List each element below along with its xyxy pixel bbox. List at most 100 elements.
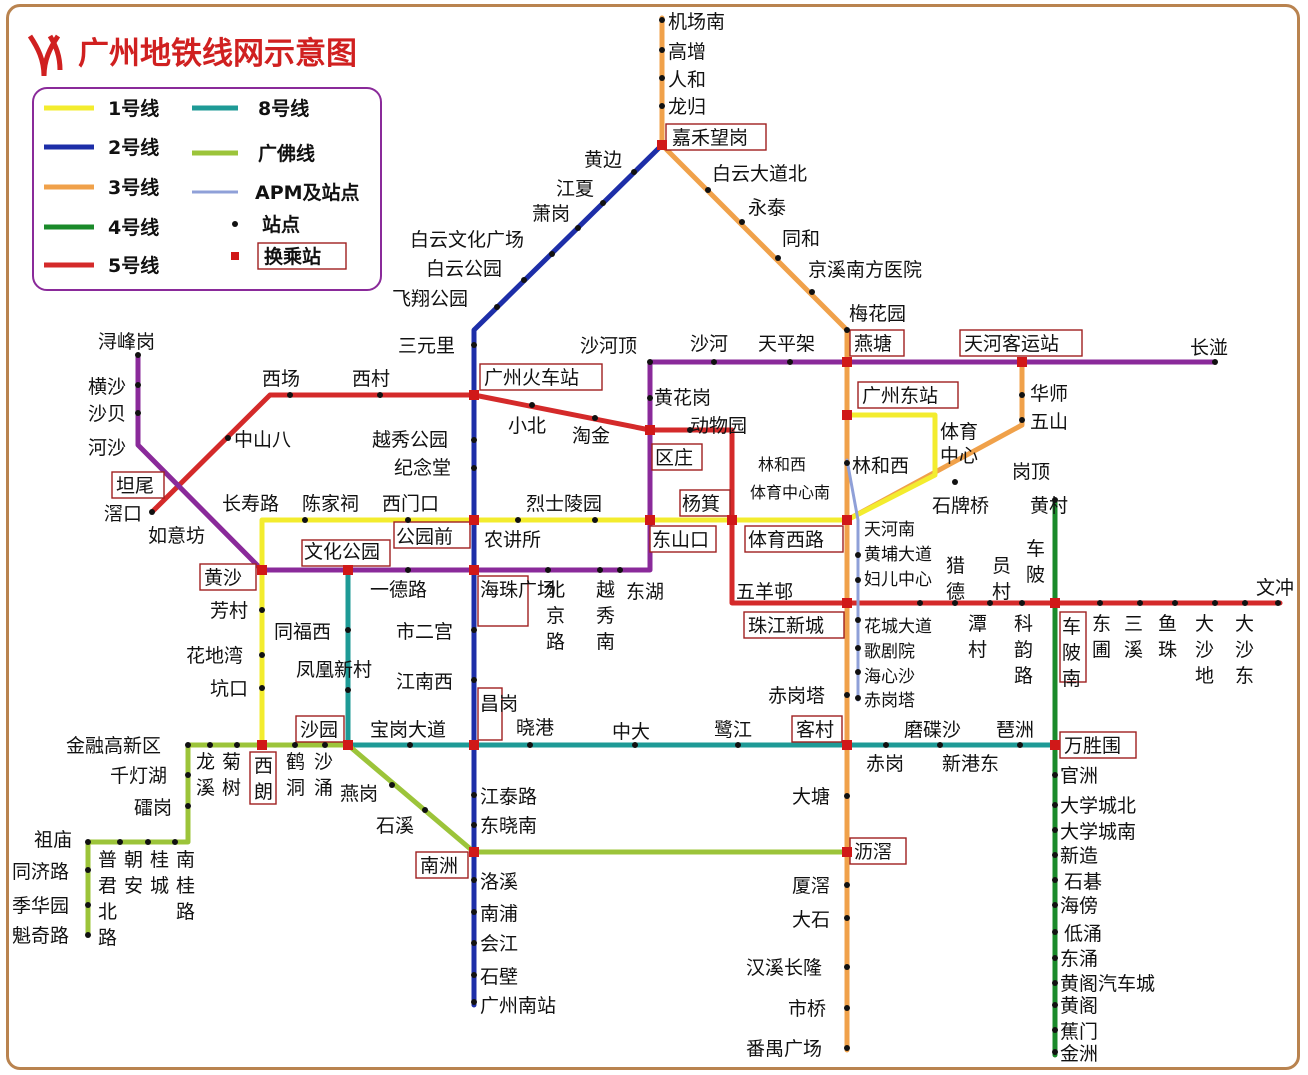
station-label: 东涌 — [1060, 948, 1098, 970]
station-label-vertical: 树 — [222, 777, 241, 799]
station-label-vertical: 君 — [98, 875, 117, 897]
station-label: 石溪 — [376, 815, 414, 837]
station-label: 长湴 — [1190, 337, 1228, 359]
station-label-vertical: 南 — [1062, 668, 1081, 690]
station-label-vertical: 潭 — [968, 613, 987, 635]
station-label: 中心 — [940, 445, 978, 467]
station-label: 飞翔公园 — [392, 288, 468, 310]
station-label: 白云公园 — [426, 258, 502, 280]
station-labels: 机场南 高增 人和 龙归 嘉禾望岗 白云大道北 永泰 同和 京溪南方医院 梅花园… — [12, 11, 1294, 1065]
station-label-vertical: 溪 — [1124, 639, 1143, 661]
station-label: 江泰路 — [480, 786, 537, 808]
station-label-vertical: 村 — [968, 639, 987, 661]
line-1 — [259, 412, 938, 748]
legend-line1: 1号线 — [108, 97, 159, 120]
station-label: 杨箕 — [682, 493, 720, 515]
station-label: 珠江新城 — [748, 615, 824, 637]
station-label-vertical: 大 — [1195, 613, 1214, 635]
station-label: 沙河顶 — [580, 335, 637, 357]
station-label: 金洲 — [1060, 1043, 1098, 1065]
station-label: 嘉禾望岗 — [672, 127, 748, 149]
station-label: 华师 — [1030, 383, 1068, 405]
station-label: 五山 — [1030, 411, 1068, 433]
station-label: 文化公园 — [304, 541, 380, 563]
station-label: 新造 — [1060, 845, 1098, 867]
station-label: 祖庙 — [34, 829, 72, 851]
station-label: 厦滘 — [792, 875, 830, 897]
station-label: 横沙 — [88, 376, 126, 398]
station-label: 江南西 — [396, 671, 453, 693]
station-label-vertical: 猎 — [946, 555, 965, 577]
legend-station: 站点 — [262, 213, 300, 236]
station-label: 体育 — [940, 421, 978, 443]
station-label: 石碁 — [1064, 871, 1102, 893]
station-label: 新港东 — [942, 753, 999, 775]
station-label: 海珠广场 — [480, 579, 556, 601]
station-label: 坑口 — [210, 678, 248, 700]
station-label: 小北 — [508, 415, 546, 437]
station-label: 黄阁 — [1060, 995, 1098, 1017]
station-label-vertical: 桂 — [150, 849, 169, 871]
station-label: 浔峰岗 — [98, 331, 155, 353]
station-label: 燕塘 — [854, 333, 892, 355]
station-label: 坦尾 — [116, 475, 154, 497]
station-label: 同福西 — [274, 621, 331, 643]
station-label: 林和西 — [852, 455, 909, 477]
station-label-vertical: 普 — [98, 849, 117, 871]
station-label-vertical: 南 — [596, 631, 615, 653]
station-label-vertical: 路 — [98, 927, 117, 949]
station-label-vertical: 南 — [176, 849, 195, 871]
station-label: 中大 — [612, 721, 650, 743]
station-label: 琶洲 — [996, 719, 1034, 741]
station-label: 林和西 — [758, 455, 806, 474]
transfer-boxes — [111, 123, 1137, 879]
station-label: 市二宫 — [396, 621, 453, 643]
station-label: 永泰 — [748, 197, 786, 219]
station-label: 官洲 — [1060, 765, 1098, 787]
station-label-vertical: 东 — [1235, 665, 1254, 687]
vertical-station-labels: 北京路越秀南猎德潭村员村科韵路车陂车陂南东圃三溪鱼珠大沙地大沙东西朗龙溪菊树鹤洞… — [98, 538, 1254, 949]
station-label-vertical: 东 — [1092, 613, 1111, 635]
legend-line5: 5号线 — [108, 254, 159, 277]
station-label: 赤岗塔 — [864, 691, 915, 711]
station-label: 市桥 — [788, 998, 826, 1020]
station-label: 体育中心南 — [750, 483, 830, 502]
station-label: 萧岗 — [532, 203, 570, 225]
station-label-vertical: 溪 — [196, 777, 215, 799]
station-label: 鹭江 — [714, 719, 752, 741]
station-label: 动物园 — [690, 415, 747, 437]
station-label: 礌岗 — [134, 797, 172, 819]
station-label-vertical: 北 — [98, 901, 117, 923]
line-2 — [471, 142, 665, 1008]
station-label-vertical: 德 — [946, 581, 965, 603]
station-label: 大学城北 — [1060, 795, 1136, 817]
station-label-vertical: 越 — [596, 579, 615, 601]
station-label-vertical: 朝 — [124, 849, 143, 871]
station-label: 江夏 — [556, 178, 594, 200]
station-label: 天平架 — [758, 333, 815, 355]
station-label: 纪念堂 — [394, 456, 451, 479]
station-dots — [85, 17, 1281, 1055]
station-label: 黄村 — [1030, 495, 1068, 517]
station-label: 魁奇路 — [12, 925, 69, 947]
station-label: 黄埔大道 — [864, 545, 932, 565]
station-label: 千灯湖 — [110, 765, 167, 787]
station-label: 黄阁汽车城 — [1060, 973, 1155, 995]
legend-apm: APM及站点 — [255, 181, 360, 204]
station-label: 万胜围 — [1064, 735, 1121, 757]
station-label: 黄边 — [584, 149, 622, 171]
station-label: 花地湾 — [186, 645, 243, 667]
legend-line3: 3号线 — [108, 176, 159, 199]
station-label-vertical: 车 — [1026, 538, 1045, 560]
station-label: 磨碟沙 — [904, 719, 961, 741]
station-label: 龙归 — [668, 96, 706, 118]
station-label: 番禺广场 — [746, 1038, 822, 1060]
station-label-vertical: 村 — [992, 581, 1011, 603]
legend-line4: 4号线 — [108, 216, 159, 239]
station-label: 如意坊 — [148, 525, 205, 547]
station-label-vertical: 龙 — [196, 751, 215, 773]
line-3-main — [659, 15, 850, 1053]
station-label-vertical: 车 — [1062, 616, 1081, 638]
station-label: 天河南 — [864, 520, 915, 540]
station-label-vertical: 陂 — [1026, 564, 1045, 586]
